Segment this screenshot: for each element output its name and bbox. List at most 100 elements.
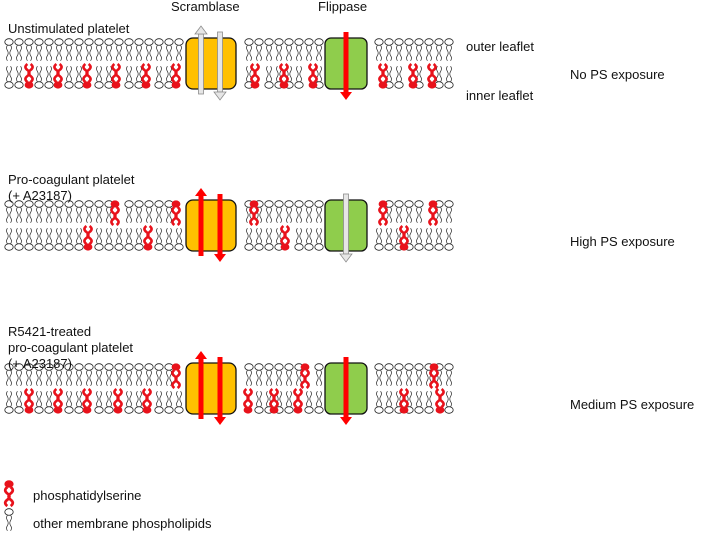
panel-2-title: Pro-coagulant platelet (+ A23187) <box>8 172 135 203</box>
phosphatidylserine <box>292 387 304 415</box>
other-phospholipid <box>14 390 24 414</box>
legend-ps-label: phosphatidylserine <box>33 488 142 503</box>
other-phospholipid <box>134 227 144 251</box>
other-phospholipid <box>144 200 154 224</box>
scramblase-protein <box>185 362 237 415</box>
other-phospholipid <box>4 390 14 414</box>
phosphatidylserine <box>278 62 290 90</box>
other-phospholipid <box>304 390 314 414</box>
other-phospholipid <box>414 227 424 251</box>
other-phospholipid <box>444 227 454 251</box>
other-phospholipid <box>414 390 424 414</box>
other-phospholipid <box>44 38 54 62</box>
other-phospholipid <box>264 363 274 387</box>
phosphatidylserine <box>426 62 438 90</box>
other-phospholipid <box>14 227 24 251</box>
other-phospholipid <box>64 227 74 251</box>
other-phospholipid <box>444 65 454 89</box>
other-phospholipid <box>164 227 174 251</box>
other-phospholipid <box>394 65 404 89</box>
other-phospholipid <box>314 227 324 251</box>
phosphatidylserine <box>398 387 410 415</box>
other-phospholipid <box>34 227 44 251</box>
phosphatidylserine <box>170 62 182 90</box>
other-phospholipid <box>124 200 134 224</box>
other-phospholipid <box>174 390 184 414</box>
other-phospholipid <box>404 200 414 224</box>
other-phospholipid <box>4 65 14 89</box>
other-phospholipid <box>164 390 174 414</box>
other-phospholipid <box>384 38 394 62</box>
scramblase-protein <box>185 37 237 90</box>
phosphatidylserine <box>52 62 64 90</box>
other-phospholipid <box>294 227 304 251</box>
phosphatidylserine <box>141 387 153 415</box>
other-phospholipid <box>294 38 304 62</box>
flippase-arrow <box>340 357 352 425</box>
other-phospholipid <box>94 65 104 89</box>
other-phospholipid <box>414 38 424 62</box>
other-phospholipid <box>24 38 34 62</box>
other-phospholipid <box>304 227 314 251</box>
phosphatidylserine <box>268 387 280 415</box>
other-phospholipid <box>274 38 284 62</box>
other-phospholipid <box>174 227 184 251</box>
other-phospholipid <box>4 38 14 62</box>
membrane-panel-1 <box>4 25 454 101</box>
other-phospholipid <box>444 200 454 224</box>
other-phospholipid <box>444 38 454 62</box>
other-phospholipid <box>74 65 84 89</box>
other-phospholipid <box>304 38 314 62</box>
other-phospholipid <box>124 38 134 62</box>
other-phospholipid <box>94 390 104 414</box>
other-phospholipid <box>254 390 264 414</box>
other-phospholipid <box>44 200 54 224</box>
phosphatidylserine <box>170 362 182 390</box>
other-phospholipid <box>284 363 294 387</box>
other-phospholipid <box>64 38 74 62</box>
other-phospholipid <box>384 390 394 414</box>
other-phospholipid <box>134 363 144 387</box>
other-phospholipid <box>44 227 54 251</box>
other-phospholipid <box>104 227 114 251</box>
other-phospholipid <box>414 363 424 387</box>
other-phospholipid <box>244 227 254 251</box>
other-phospholipid <box>244 38 254 62</box>
other-phospholipid <box>114 227 124 251</box>
other-phospholipid <box>74 227 84 251</box>
other-phospholipid <box>74 38 84 62</box>
panel-3-title: R5421-treated pro-coagulant platelet (+ … <box>8 324 134 371</box>
phosphatidylserine <box>23 387 35 415</box>
other-phospholipid <box>374 390 384 414</box>
other-phospholipid <box>114 38 124 62</box>
phosphatidylserine <box>427 199 439 227</box>
panel-3-exposure: Medium PS exposure <box>570 397 695 412</box>
other-phospholipid <box>134 200 144 224</box>
other-phospholipid <box>254 227 264 251</box>
phosphatidylserine <box>242 387 254 415</box>
other-phospholipid <box>124 390 134 414</box>
other-phospholipid <box>24 200 34 224</box>
other-phospholipid <box>14 200 24 224</box>
phosphatidylserine <box>398 224 410 252</box>
other-phospholipid <box>424 38 434 62</box>
phosphatidylserine <box>81 387 93 415</box>
scramblase-down-arrow <box>213 31 227 101</box>
phosphatidylserine <box>170 199 182 227</box>
other-phospholipid <box>294 200 304 224</box>
other-phospholipid <box>264 227 274 251</box>
scramblase-down-arrow <box>214 194 226 262</box>
flippase-arrow <box>339 193 353 263</box>
other-phospholipid <box>104 38 114 62</box>
phosphatidylserine <box>407 62 419 90</box>
other-phospholipid <box>154 227 164 251</box>
other-phospholipid <box>404 38 414 62</box>
phosphatidylserine <box>434 387 446 415</box>
other-phospholipid <box>284 200 294 224</box>
panel-1-title: Unstimulated platelet <box>8 21 130 36</box>
phosphatidylserine <box>307 62 319 90</box>
other-phospholipid <box>134 38 144 62</box>
other-phospholipid <box>94 200 104 224</box>
scramblase-up-arrow <box>194 25 208 95</box>
other-phospholipid <box>154 363 164 387</box>
